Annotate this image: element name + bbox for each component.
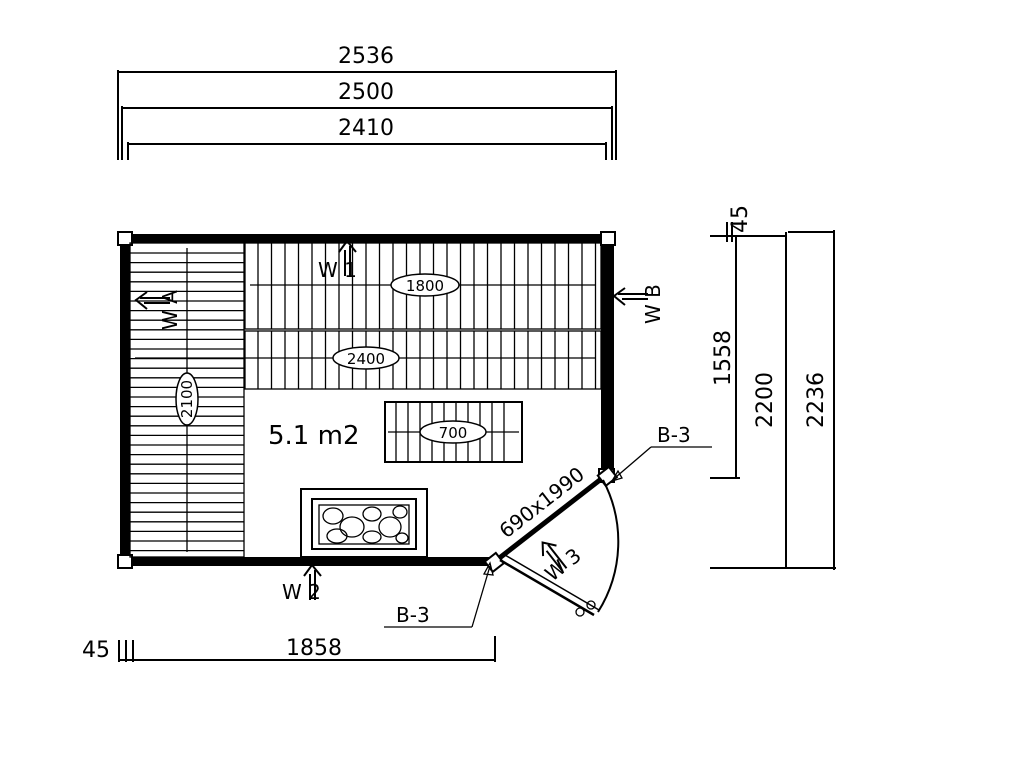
dim-top-2536: 2536 xyxy=(338,44,394,69)
wall-label-w2: W 2 xyxy=(282,563,322,604)
dim-right-2236: 2236 xyxy=(804,372,829,428)
wall-label-wa: W A xyxy=(134,290,182,330)
wall-wb-text: W B xyxy=(641,284,665,324)
door: 690x1990 xyxy=(483,462,620,617)
dim-right-45: 45 xyxy=(728,205,753,233)
stove-stones xyxy=(322,505,409,544)
bench-1800-label: 1800 xyxy=(406,277,444,295)
wall-label-wb: W B xyxy=(612,284,665,324)
bench-700-label: 700 xyxy=(439,424,468,442)
top-dimensions: 2536 2500 2410 xyxy=(117,44,617,160)
stove xyxy=(300,488,428,558)
callout-b3-top: B-3 xyxy=(610,423,712,483)
dim-top-2410: 2410 xyxy=(338,116,394,141)
b3-bottom-text: B-3 xyxy=(396,603,430,627)
callout-b3-bottom: B-3 xyxy=(384,561,494,628)
wall-wa-text: W A xyxy=(158,290,182,330)
dim-right-2200: 2200 xyxy=(753,372,778,428)
dim-right-1558: 1558 xyxy=(711,330,736,386)
bench-700: 700 xyxy=(384,401,523,463)
wall-w1-text: W 1 xyxy=(318,258,357,282)
bench-2100: 2100 xyxy=(129,242,245,558)
bench-2400: 2400 xyxy=(135,330,602,390)
b3-top-text: B-3 xyxy=(657,423,691,447)
wall-label-w3: W 3 xyxy=(540,541,586,586)
dim-bottom-45: 45 xyxy=(82,638,110,663)
area-label: 5.1 m2 xyxy=(268,421,359,451)
wall-label-w1: W 1 xyxy=(318,239,357,282)
bench-2100-label: 2100 xyxy=(178,380,196,418)
bench-2400-label: 2400 xyxy=(347,350,385,368)
wall-w2-text: W 2 xyxy=(282,580,321,604)
dim-top-2500: 2500 xyxy=(338,80,394,105)
bench-1800: 1800 xyxy=(244,242,602,330)
dim-bottom-1858: 1858 xyxy=(286,636,342,661)
bottom-dimensions: 45 1858 xyxy=(82,636,496,663)
right-dimensions: 45 1558 2200 2236 xyxy=(710,205,836,570)
